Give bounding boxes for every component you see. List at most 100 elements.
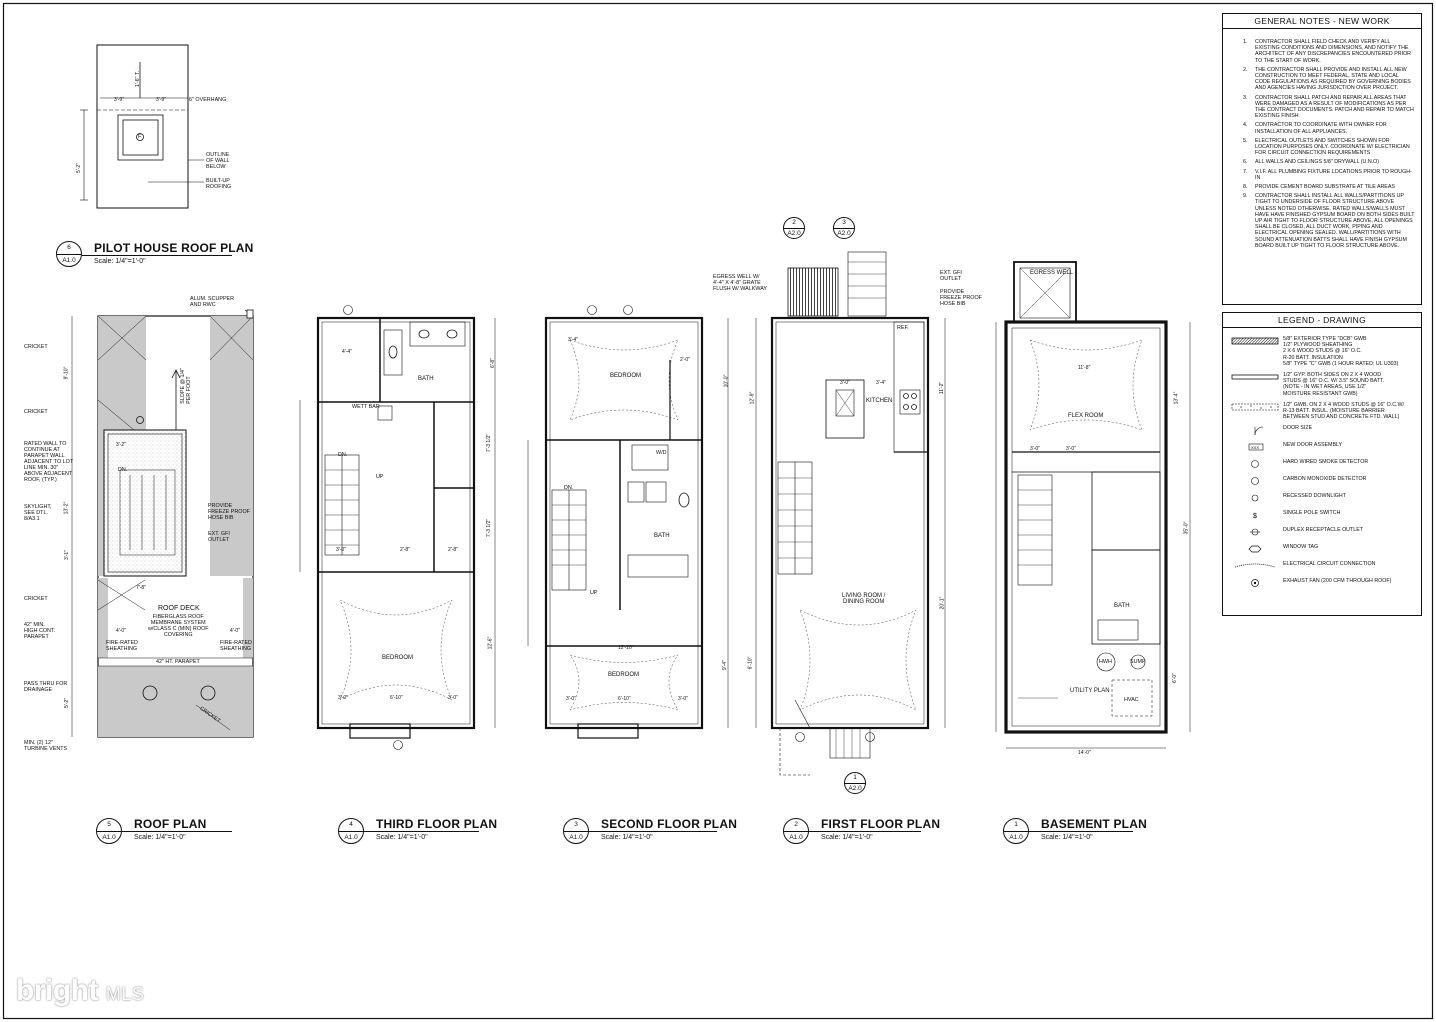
dim-label: 9'-10" <box>63 366 70 380</box>
first-floor-drawing <box>755 251 946 776</box>
cricket-label: CRICKET <box>24 344 48 350</box>
dim-label: 3'-0" <box>1030 446 1040 452</box>
note-text: THE CONTRACTOR SHALL PROVIDE AND INSTALL… <box>1255 66 1411 92</box>
circuit-icon <box>1231 561 1283 573</box>
egress-label: EGRESS WELL W/ 4'-4" X 4'-8" GRATE FLUSH… <box>713 274 768 292</box>
general-note-item: 1. CONTRACTOR SHALL FIELD CHECK AND VERIF… <box>1243 39 1415 64</box>
stair-dn-label: DN. <box>118 467 128 473</box>
plan-scale: Scale: 1/4"=1'-0" <box>821 834 873 841</box>
dim-label: 1'-6" T. <box>135 70 142 88</box>
general-note-item: 2.THE CONTRACTOR SHALL PROVIDE AND INSTA… <box>1243 67 1415 92</box>
co-icon <box>1231 476 1283 488</box>
dim-label: 12'-6" <box>487 636 494 650</box>
pilot-house-drawing <box>80 44 204 209</box>
overhang-label: 6" OVERHANG <box>189 97 227 103</box>
dim-label: 6'-8" <box>489 358 496 368</box>
dim-label: 3'-0" <box>336 547 346 553</box>
dim-label: 11'-8" <box>1078 365 1091 371</box>
parapet-height-label: 42" HT. PARAPET <box>156 659 200 665</box>
legend-text: RECESSED DOWNLIGHT <box>1283 493 1346 500</box>
note-number: 6. <box>1243 159 1248 166</box>
legend-text: 1/2" GYP. BOTH SIDES ON 2 X 4 WOOD STUDS… <box>1283 372 1385 397</box>
dim-label: 2'-8" <box>448 547 458 553</box>
plan-title: ROOF PLAN <box>134 817 207 831</box>
room-label: BATH <box>418 376 434 382</box>
plan-title: BASEMENT PLAN <box>1041 817 1147 831</box>
note-number: 1. <box>1243 39 1248 45</box>
dim-label: 2'-8" <box>400 547 410 553</box>
plan-title: FIRST FLOOR PLAN <box>821 817 941 831</box>
dim-label: 3'-0" <box>566 696 576 702</box>
legend-item-door-size: DOOR SIZE <box>1231 425 1417 437</box>
legend-item-wall-ext: 5/8" EXTERIOR TYPE "DCB" GWB 1/2" PLYWOO… <box>1231 336 1417 367</box>
dim-label: 12'-9" <box>749 391 756 405</box>
room-label: UTILITY PLAN <box>1070 688 1110 694</box>
note-number: 5. <box>1243 137 1248 144</box>
legend-text: 1/2" GWB. ON 2 X 4 WOOD STUDS @ 16" O.C.… <box>1283 401 1404 421</box>
note-number: 7. <box>1243 168 1248 175</box>
dim-label: 14'-0" <box>1078 750 1091 756</box>
note-text: PROVIDE CEMENT BOARD SUBSTRATE AT TILE A… <box>1255 184 1395 191</box>
note-text: CONTRACTOR TO COORDINATE WITH OWNER FOR … <box>1255 122 1387 135</box>
second-floor-drawing <box>527 305 729 739</box>
dim-label: 11'-2" <box>939 381 946 395</box>
equipment-label: HVAC <box>1124 697 1139 703</box>
outline-label: OUTLINE OF WALL BELOW <box>206 152 230 170</box>
note-number: 8. <box>1243 184 1248 191</box>
builtup-label: BUILT-UP ROOFING <box>206 178 232 190</box>
dim-label: 9'-4" <box>721 660 728 670</box>
room-label: WETT BAR <box>352 404 380 410</box>
legend-item-circuit: ELECTRICAL CIRCUIT CONNECTION <box>1231 561 1417 573</box>
plan-scale: Scale: 1/4"=1'-0" <box>601 834 653 841</box>
plan-scale: Scale: 1/4"=1'-0" <box>134 834 186 841</box>
general-notes-panel: GENERAL NOTES - NEW WORK 1. CONTRACTOR SH… <box>1222 13 1422 305</box>
room-label: BEDROOM <box>610 373 642 379</box>
room-label: KITCHEN <box>866 398 893 404</box>
gfi-label: EXT. GFI OUTLET <box>940 270 962 282</box>
legend-item-co: CARBON MONOXIDE DETECTOR <box>1231 476 1417 488</box>
note-text: CONTRACTOR SHALL FIELD CHECK AND VERIFY … <box>1255 39 1411 64</box>
dim-label: 2'-0" <box>680 357 690 363</box>
general-note-item: 6.ALL WALLS AND CEILINGS 5/8" DRYWALL (U… <box>1243 159 1415 165</box>
legend-text: ELECTRICAL CIRCUIT CONNECTION <box>1283 561 1376 568</box>
passthru-label: PASS THRU FOR DRAINAGE <box>24 681 68 693</box>
third-floor-drawing <box>299 305 496 750</box>
general-note-item: 9. CONTRACTOR SHALL INSTALL ALL WALLS/PAR… <box>1243 193 1415 249</box>
legend-text: EXHAUST FAN (200 CFM THROUGH ROOF) <box>1283 578 1392 585</box>
cricket-label: CRICKET <box>24 409 48 415</box>
outlet-icon <box>1231 527 1283 539</box>
svg-text:XXX: XXX <box>1251 445 1259 450</box>
rated-wall-label: RATED WALL TO CONTINUE AT PARAPET WALL A… <box>24 441 74 483</box>
dim-label: 10'-0" <box>723 374 730 388</box>
dim-label: 3'-0" <box>338 695 348 701</box>
slope-label: SLOPE @ 1/4" PER FOOT <box>179 368 192 404</box>
general-note-item: 7.V.I.F. ALL PLUMBING FIXTURE LOCATIONS … <box>1243 169 1415 181</box>
general-notes-title: GENERAL NOTES - NEW WORK <box>1223 14 1421 29</box>
legend-text: 5/8" EXTERIOR TYPE "DCB" GWB 1/2" PLYWOO… <box>1283 336 1399 367</box>
dim-label: 3'-9" <box>156 97 166 103</box>
basement-drawing <box>995 261 1191 749</box>
scupper-label: ALUM. SCUPPER AND RWC <box>190 296 235 308</box>
plan-scale: Scale: 1/4"=1'-0" <box>94 258 146 265</box>
stair-dn-label: DN. <box>564 485 574 491</box>
dim-label: 13'-4" <box>1173 391 1180 405</box>
note-number: 9. <box>1243 193 1248 200</box>
note-text: ELECTRICAL OUTLETS AND SWITCHES SHOWN FO… <box>1255 137 1410 157</box>
legend-text: CARBON MONOXIDE DETECTOR <box>1283 476 1367 483</box>
room-label: BEDROOM <box>608 672 640 678</box>
note-number: 3. <box>1243 94 1248 101</box>
legend-text: WINDOW TAG <box>1283 544 1319 551</box>
dim-label: 4'-0" <box>116 628 126 634</box>
note-text: CONTRACTOR SHALL INSTALL ALL WALLS/PARTI… <box>1255 193 1415 249</box>
cricket-label: CRICKET <box>24 596 48 602</box>
legend-item-outlet: DUPLEX RECEPTACLE OUTLET <box>1231 527 1417 539</box>
legend-text: SINGLE POLE SWITCH <box>1283 510 1341 517</box>
